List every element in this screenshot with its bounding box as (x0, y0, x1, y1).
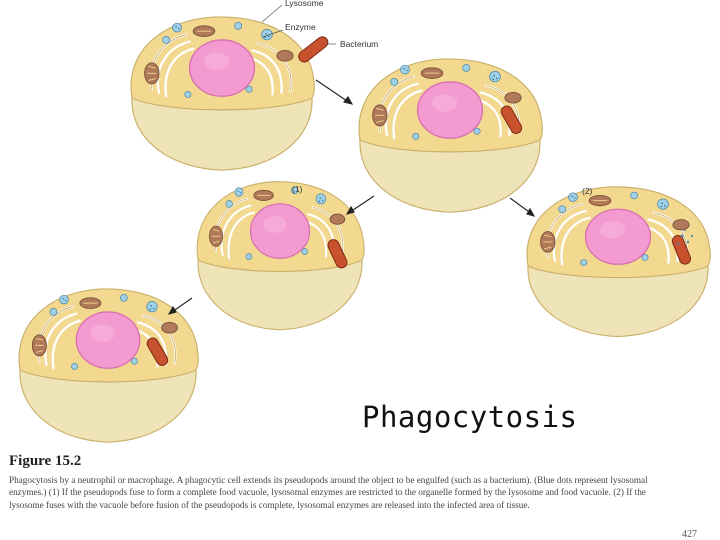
figure-caption: Phagocytosis by a neutrophil or macropha… (9, 475, 648, 510)
arrows (167, 79, 536, 315)
figure-label: Figure 15.2 (9, 453, 82, 469)
label-step-2: (2) (582, 186, 593, 196)
label-enzyme: Enzyme (285, 22, 316, 32)
bacterium-engulfing (500, 105, 523, 134)
cell-engulfing (357, 57, 544, 214)
label-step-1: (1) (292, 184, 303, 194)
slide-title: Phagocytosis (362, 400, 578, 434)
label-leaders (261, 4, 336, 45)
bacterium-release (671, 235, 692, 265)
bacterium-vacuole (327, 239, 348, 269)
bacterium-shape (298, 36, 329, 63)
released-enzymes (676, 229, 694, 246)
bacterium-digesting (146, 337, 169, 366)
page-number: 427 (682, 529, 697, 540)
cell-resting (129, 15, 316, 172)
label-bacterium: Bacterium (340, 39, 378, 49)
label-lysosome: Lysosome (285, 0, 324, 8)
